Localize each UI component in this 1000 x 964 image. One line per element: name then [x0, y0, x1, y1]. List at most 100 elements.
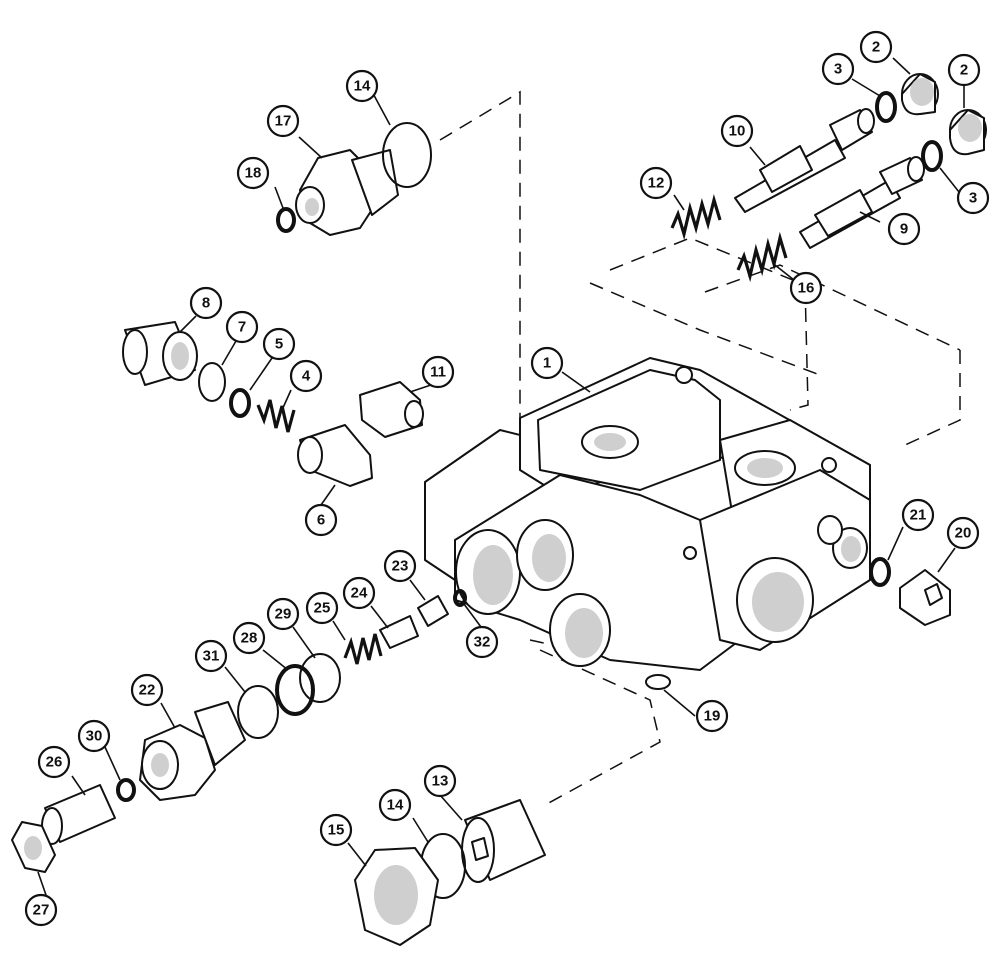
callout-12: 12 — [639, 166, 673, 200]
small-spring — [256, 399, 296, 433]
svg-text:24: 24 — [351, 585, 368, 602]
svg-text:12: 12 — [648, 175, 665, 192]
spring-lower — [736, 231, 788, 283]
svg-text:8: 8 — [202, 295, 210, 312]
svg-text:2: 2 — [960, 62, 968, 79]
o-ring-lower — [921, 140, 943, 172]
sleeve — [122, 321, 198, 386]
svg-text:17: 17 — [275, 113, 292, 130]
o-ring-fitting — [382, 122, 432, 188]
callout-21: 21 — [901, 498, 935, 532]
svg-text:31: 31 — [203, 648, 220, 665]
svg-text:14: 14 — [387, 797, 404, 814]
piston — [297, 424, 373, 487]
small-ring-bottom — [645, 674, 671, 690]
svg-text:10: 10 — [729, 123, 746, 140]
svg-text:2: 2 — [872, 39, 880, 56]
callout-3b: 3 — [956, 181, 990, 215]
hex-plug — [899, 569, 951, 626]
svg-text:11: 11 — [430, 364, 446, 381]
callout-10: 10 — [720, 114, 754, 148]
lock-nut — [11, 821, 56, 873]
callout-24: 24 — [342, 576, 376, 610]
callout-16: 16 — [789, 271, 823, 305]
callout-13: 13 — [423, 764, 457, 798]
svg-text:25: 25 — [314, 600, 331, 617]
svg-text:32: 32 — [474, 634, 491, 651]
ring-small-left — [116, 778, 136, 802]
callout-14b: 14 — [378, 788, 412, 822]
svg-text:29: 29 — [275, 606, 292, 623]
adjuster-body — [139, 701, 246, 801]
callout-2b: 2 — [947, 53, 981, 87]
valve-body — [424, 357, 871, 671]
callout-31: 31 — [194, 639, 228, 673]
callout-11: 11 — [421, 355, 455, 389]
callout-6: 6 — [304, 503, 338, 537]
o-ring-sleeve — [229, 388, 251, 418]
svg-text:3: 3 — [969, 190, 977, 207]
svg-text:30: 30 — [86, 728, 103, 745]
callout-28: 28 — [232, 621, 266, 655]
svg-text:21: 21 — [910, 507, 927, 524]
callout-29: 29 — [266, 597, 300, 631]
callout-19: 19 — [695, 699, 729, 733]
plug-cap — [461, 799, 546, 883]
svg-text:14: 14 — [354, 78, 371, 95]
svg-text:27: 27 — [33, 902, 50, 919]
callout-25: 25 — [305, 591, 339, 625]
svg-text:6: 6 — [317, 512, 325, 529]
svg-text:1: 1 — [543, 355, 551, 372]
ring-c — [237, 685, 279, 739]
callout-30: 30 — [77, 719, 111, 753]
callout-27: 27 — [24, 893, 58, 927]
threaded-plug — [359, 381, 424, 438]
callout-9: 9 — [887, 212, 921, 246]
adjusting-screw — [41, 784, 116, 845]
hex-nut — [354, 847, 439, 946]
callout-26: 26 — [37, 745, 71, 779]
callout-17: 17 — [266, 104, 300, 138]
svg-text:18: 18 — [245, 165, 262, 182]
ring-b — [275, 664, 315, 716]
svg-text:9: 9 — [900, 221, 908, 238]
svg-text:19: 19 — [704, 708, 721, 725]
plug-lower — [949, 109, 987, 156]
ring-a — [299, 653, 341, 703]
svg-text:4: 4 — [302, 368, 311, 385]
relief-fitting — [295, 149, 399, 236]
svg-text:28: 28 — [241, 630, 258, 647]
callout-15: 15 — [319, 813, 353, 847]
svg-text:3: 3 — [834, 61, 842, 78]
o-ring-side — [869, 557, 891, 587]
callout-23: 23 — [383, 549, 417, 583]
svg-text:5: 5 — [275, 336, 283, 353]
small-ring — [276, 207, 296, 233]
small-o-ring — [453, 589, 467, 607]
callout-18: 18 — [236, 156, 270, 190]
svg-text:23: 23 — [392, 558, 409, 575]
callout-3a: 3 — [821, 52, 855, 86]
svg-text:26: 26 — [46, 754, 63, 771]
callout-1: 1 — [530, 346, 564, 380]
callout-5: 5 — [262, 327, 296, 361]
o-ring-upper — [875, 91, 897, 123]
backup-ring — [198, 362, 226, 402]
svg-text:7: 7 — [238, 319, 246, 336]
svg-text:15: 15 — [328, 822, 345, 839]
callout-20: 20 — [946, 516, 980, 550]
svg-text:16: 16 — [798, 280, 815, 297]
spring-lower-left — [343, 633, 383, 665]
poppet — [379, 595, 449, 649]
callout-7: 7 — [225, 310, 259, 344]
callout-4: 4 — [289, 359, 323, 393]
callout-14a: 14 — [345, 69, 379, 103]
svg-text:22: 22 — [139, 682, 156, 699]
svg-text:20: 20 — [955, 525, 972, 542]
callout-22: 22 — [130, 673, 164, 707]
spool-upper — [734, 108, 875, 213]
callouts: 1 2 2 3 3 4 5 6 7 8 9 10 11 12 13 14 14 … — [24, 30, 990, 927]
callout-32: 32 — [465, 625, 499, 659]
spring-upper — [670, 193, 722, 241]
